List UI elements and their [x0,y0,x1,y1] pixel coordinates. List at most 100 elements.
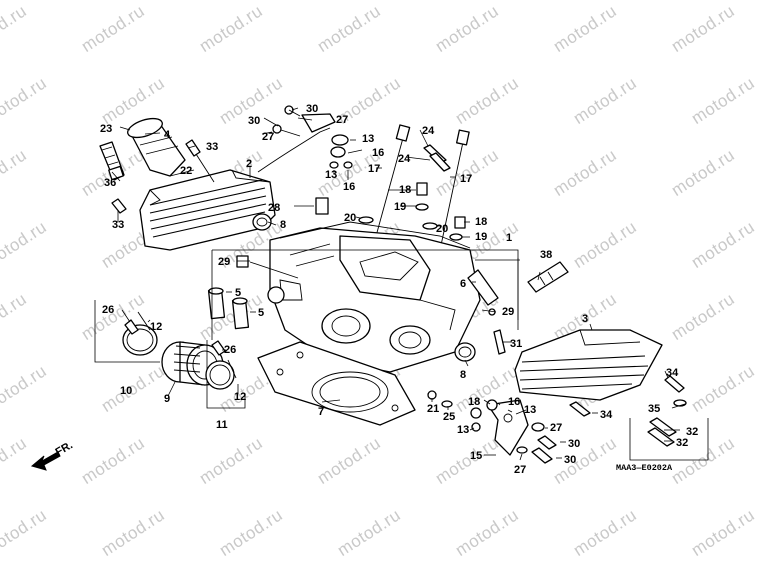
intake-manifold[interactable] [125,115,186,177]
callout-13c: 13 [524,404,536,416]
plug-8-front[interactable] [252,213,272,231]
callout-30b: 30 [248,115,260,127]
bracket-15[interactable] [470,399,529,456]
plug-8-rear[interactable] [454,342,476,362]
callout-8b: 8 [460,369,466,381]
callout-24b: 24 [398,153,411,165]
tappet-plug-6[interactable] [467,269,499,306]
callout-7: 7 [318,406,324,418]
diagram-code: MAA3—E0202A [616,463,673,473]
callout-15: 15 [470,450,482,462]
rear-head-cover[interactable] [514,329,663,401]
callout-2: 2 [246,158,252,170]
callout-32a: 32 [686,426,698,438]
direction-label: FR. [54,439,75,458]
washer-25[interactable] [441,400,453,408]
cap-29[interactable] [236,255,249,268]
callout-17b: 17 [460,173,472,185]
front-cylinder-head[interactable] [139,169,276,251]
bolt-18-washer-19b[interactable] [449,216,466,241]
callout-24a: 24 [422,125,435,137]
callout-10: 10 [120,385,132,397]
callout-30a: 30 [306,103,318,115]
callout-bracket-32 [629,418,709,461]
callout-16c: 16 [508,396,520,408]
callout-28: 28 [268,202,280,214]
callout-17a: 17 [368,163,380,175]
callout-29b: 29 [502,306,514,318]
callout-11: 11 [216,419,228,431]
callout-18a: 18 [399,184,411,196]
callout-33a: 33 [206,141,218,153]
bolt-31[interactable] [493,329,506,355]
callout-6: 6 [460,278,466,290]
spark-plug-rear[interactable] [527,261,569,293]
callout-4: 4 [164,129,171,141]
callout-30c: 30 [568,438,580,450]
washer-35[interactable] [673,399,687,407]
callout-19a: 19 [394,201,406,213]
callout-32b: 32 [676,437,688,449]
callout-26b: 26 [224,344,236,356]
callout-20a: 20 [344,212,356,224]
callout-5b: 5 [258,307,264,319]
callout-29a: 29 [218,256,230,268]
washer-20b[interactable] [422,222,438,230]
clamp-group-11[interactable] [205,340,246,409]
callout-27c: 27 [550,422,562,434]
oil-pipe-bolt-set-rear[interactable] [516,422,557,464]
callout-12a: 12 [150,321,162,333]
oil-pipe-assembly[interactable] [257,105,336,173]
callout-9: 9 [164,393,170,405]
callout-5a: 5 [235,287,241,299]
callout-3: 3 [582,313,588,325]
callout-16b: 16 [343,181,355,193]
dowel-5b[interactable] [231,297,250,330]
callout-34b: 34 [600,409,613,421]
callout-labels: 1 2 3 4 5 5 6 7 8 8 9 10 11 12 12 13 13 … [100,103,698,476]
callout-1: 1 [506,232,512,244]
dowel-5a[interactable] [207,287,226,320]
callout-34a: 34 [666,367,679,379]
callout-25: 25 [443,411,455,423]
callout-27d: 27 [514,464,526,476]
callout-13a: 13 [362,133,374,145]
bolt-18-washer-19a[interactable] [415,182,429,211]
washer-20a[interactable] [358,216,374,224]
callout-30d: 30 [564,454,576,466]
bolt-33-lower[interactable] [111,198,127,214]
spark-plug-front[interactable] [99,141,125,181]
callout-26a: 26 [102,304,114,316]
bolt-32b[interactable] [647,427,675,447]
bolt-32a[interactable] [649,417,677,437]
head-gasket[interactable] [257,341,416,426]
callout-21: 21 [427,403,439,415]
cap-28[interactable] [315,197,329,215]
rear-cylinder-head[interactable] [267,221,481,373]
bolt-34b[interactable] [569,401,591,417]
callout-35: 35 [648,403,660,415]
callout-12b: 12 [234,391,246,403]
bolt-33-front[interactable] [185,139,215,183]
callout-13d: 13 [457,424,469,436]
callout-8a: 8 [280,219,286,231]
callout-38: 38 [540,249,552,261]
pin-21[interactable] [427,390,437,400]
intake-joint-9[interactable] [161,341,224,386]
callout-27b: 27 [262,131,274,143]
front-direction-arrow: FR. [30,439,75,471]
stud-24b[interactable] [429,152,451,172]
leader-lines [111,107,686,461]
bolt-34a[interactable] [664,375,685,393]
callout-18c: 18 [468,396,480,408]
callout-16a: 16 [372,147,384,159]
callout-13b: 13 [325,169,337,181]
callout-19b: 19 [475,231,487,243]
callout-27a: 27 [336,114,348,126]
callout-20b: 20 [436,223,448,235]
clamp-group-10[interactable] [94,300,160,363]
long-bolt-17b[interactable] [439,141,464,251]
callout-36: 36 [104,177,116,189]
nut-washer-set-top[interactable] [329,134,353,169]
